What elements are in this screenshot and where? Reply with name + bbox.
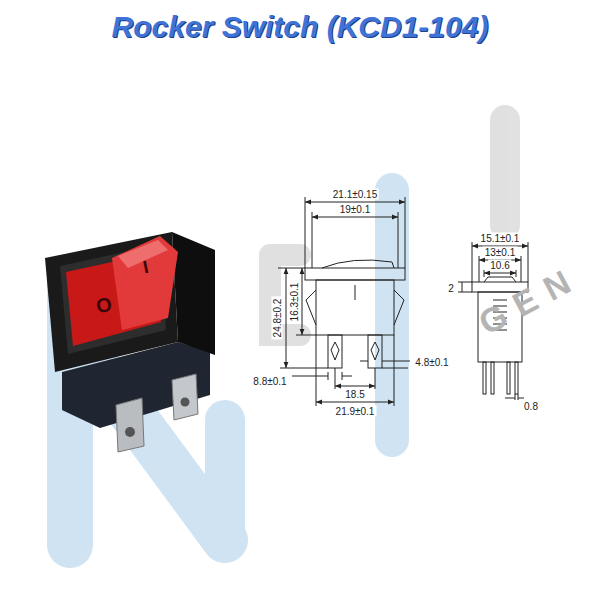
dimension-value: 10.6 (488, 260, 511, 271)
dimension-value: 21.9±0.1 (334, 406, 377, 417)
dimension-value: 15.1±0.1 (479, 233, 522, 244)
switch-symbol: O (92, 292, 116, 318)
dimension-value: 16.3±0.1 (289, 281, 300, 324)
front-view-drawing (278, 197, 410, 406)
dimension-value: 4.8±0.1 (413, 357, 450, 368)
dimension-value: 2 (446, 283, 456, 294)
dimension-value: 21.1±0.15 (331, 189, 379, 200)
dimension-value: 8.8±0.1 (251, 376, 288, 387)
title: Rocker Switch (KCD1-104) (0, 10, 600, 43)
dimension-value: 18.5 (343, 389, 366, 400)
dimension-value: 19±0.1 (338, 204, 373, 215)
dimension-value: 13±0.1 (483, 247, 518, 258)
dimension-value: 24.8±0.2 (272, 297, 283, 340)
switch-photo (45, 232, 215, 452)
dimension-value: 0.8 (522, 401, 540, 412)
